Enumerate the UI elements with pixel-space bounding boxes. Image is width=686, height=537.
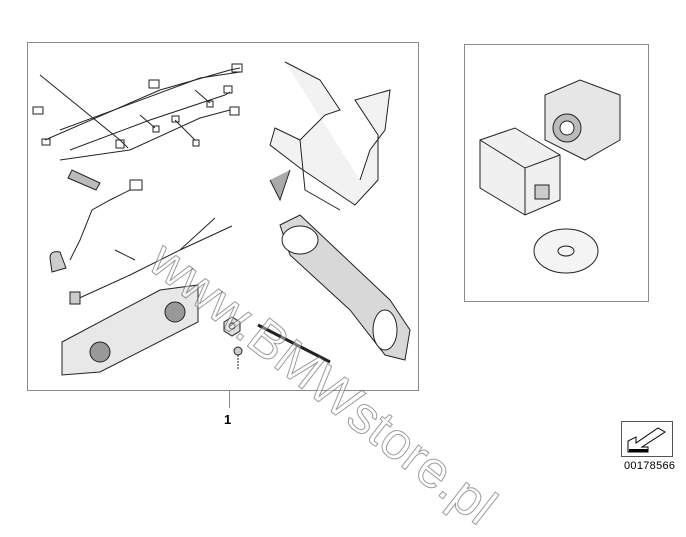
- parts-illustration: [32, 61, 666, 453]
- trim-panel: [279, 214, 411, 361]
- wiring-harness: [32, 63, 243, 191]
- fasteners: [223, 316, 331, 370]
- sensor-cable: [49, 179, 143, 273]
- camera-kit-frame: [464, 44, 649, 302]
- antenna-cable: [69, 217, 233, 305]
- kit-parts-frame: [27, 42, 419, 391]
- reference-number: 00178566: [624, 460, 676, 472]
- camera: [544, 79, 621, 161]
- mounting-bracket: [269, 61, 391, 211]
- reference-arrow-icon: [627, 427, 666, 453]
- software-cd: [533, 228, 599, 274]
- reference-icon-frame: [621, 421, 673, 457]
- control-unit: [479, 127, 561, 216]
- callout-leader-line: [229, 391, 230, 408]
- climate-control-panel: [61, 284, 199, 376]
- part-callout-label[interactable]: 1: [224, 412, 232, 427]
